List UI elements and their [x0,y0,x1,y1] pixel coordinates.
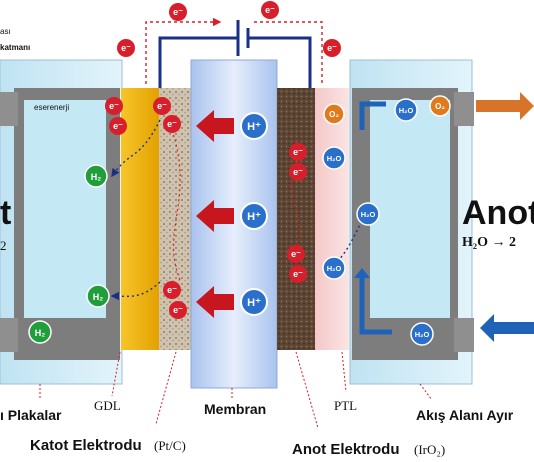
electron-bubble-cat-1: e⁻ [153,97,171,115]
top-left-label-1: ası [0,27,11,36]
water-in-arrow [480,314,534,342]
ptl-label: PTL [334,398,357,413]
anode-port-bottom [454,318,474,352]
svg-text:e⁻: e⁻ [113,121,123,131]
oxygen-bubble-window: O₂ [429,95,451,117]
water-bubble-window-top: H₂O [394,98,418,122]
membrane-label: Membran [204,401,266,417]
svg-text:e⁻: e⁻ [167,285,177,295]
electron-bubble-gdl-1: e⁻ [105,97,123,115]
proton-arrow-3 [196,286,234,318]
anode-flow-arrow-bottom [359,278,392,335]
svg-text:e⁻: e⁻ [293,147,303,157]
hydrogen-bubble-3: H₂ [28,320,52,344]
svg-text:e⁻: e⁻ [327,43,337,53]
top-left-label-2: katmanı [0,43,30,52]
circuit-wire-right [248,36,312,88]
svg-text:H⁺: H⁺ [247,211,261,223]
electron-path-right [254,21,323,84]
anode-port-top [454,92,474,126]
oxygen-out-arrow [476,92,534,120]
electron-path-anode [290,139,301,251]
svg-text:e⁻: e⁻ [291,249,301,259]
flow-field-label: Akış Alanı Ayır [416,407,514,423]
anode-title: Anot [462,194,534,232]
water-bubble-window-mid: H₂O [356,202,380,226]
water-bubble-ptl-2: H₂O [322,256,346,280]
hydrogen-bubble-2: H₂ [86,284,110,308]
svg-text:e⁻: e⁻ [167,119,177,129]
circuit-wire-left [158,36,238,88]
svg-text:H₂O: H₂O [327,264,342,273]
water-bubble-window-bottom: H₂O [410,322,434,346]
electron-bubble-anode-1: e⁻ [289,143,307,161]
h2-diffusion-path-bottom [110,281,161,301]
svg-text:H₂O: H₂O [361,210,376,219]
cathode-equation: 2 [0,238,7,253]
cathode-title: t [0,194,11,232]
anode-flow-arrowhead [354,268,370,278]
proton-bubble-3: H⁺ [240,288,268,316]
anode-catalyst-layer [277,88,315,350]
svg-text:e⁻: e⁻ [265,5,275,15]
anode-equation: H₂O → 2 [462,235,516,250]
svg-text:H₂O: H₂O [415,330,430,339]
gdl-layer [121,88,159,350]
svg-text:e⁻: e⁻ [293,269,303,279]
svg-text:H₂O: H₂O [399,106,414,115]
svg-text:H⁺: H⁺ [247,121,261,133]
electron-bubble-cat-3: e⁻ [163,281,181,299]
electron-bubble-left-wire: e⁻ [117,39,135,57]
svg-text:e⁻: e⁻ [293,167,303,177]
cathode-catalyst-label: (Pt/C) [154,438,186,453]
anode-catalyst-label: (IrO₂) [414,442,445,457]
svg-text:e⁻: e⁻ [157,101,167,111]
electron-bubble-gdl-2: e⁻ [109,117,127,135]
cathode-chamber-window [24,100,106,318]
svg-text:e⁻: e⁻ [173,305,183,315]
proton-arrow-2 [196,200,234,232]
svg-text:H₂O: H₂O [327,154,342,163]
electron-bubble-anode-2: e⁻ [289,163,307,181]
proton-bubble-1: H⁺ [240,112,268,140]
anode-chamber-window [370,100,450,318]
electron-bubble-top-right: e⁻ [261,1,279,19]
electron-bubble-right-wire: e⁻ [323,39,341,57]
watermark: eserenerji [34,103,69,112]
svg-text:O₂: O₂ [435,102,445,111]
h2-diffusion-path-top [111,119,161,178]
hydrogen-bubble-1: H₂ [84,164,108,188]
cathode-port-bottom [0,318,18,352]
electron-bubble-cat-4: e⁻ [169,301,187,319]
svg-text:O₂: O₂ [329,110,339,119]
water-bubble-ptl-1: H₂O [322,146,346,170]
electron-bubble-cat-2: e⁻ [163,115,181,133]
svg-text:e⁻: e⁻ [109,101,119,111]
svg-text:H₂: H₂ [35,328,46,338]
svg-text:H⁺: H⁺ [247,297,261,309]
plates-label: ı Plakalar [0,407,62,423]
electron-bubble-anode-4: e⁻ [289,265,307,283]
svg-text:H₂: H₂ [91,172,102,182]
leader-lines [39,351,433,429]
ptl-layer [315,88,349,350]
oxygen-bubble-ptl: O₂ [323,103,345,125]
anode-flow-arrow-top [359,101,386,130]
electron-bubble-anode-3: e⁻ [287,245,305,263]
cathode-port-top [0,92,18,126]
electron-bubble-top-left: e⁻ [169,3,187,21]
proton-bubble-2: H⁺ [240,202,268,230]
svg-text:e⁻: e⁻ [173,7,183,17]
svg-text:H₂: H₂ [93,292,104,302]
proton-arrow-1 [196,110,234,142]
anode-electrode-label: Anot Elektrodu [292,441,400,458]
gdl-label: GDL [94,398,121,413]
electron-path-left [145,17,222,84]
svg-text:e⁻: e⁻ [121,43,131,53]
cathode-electrode-label: Katot Elektrodu [30,437,142,454]
